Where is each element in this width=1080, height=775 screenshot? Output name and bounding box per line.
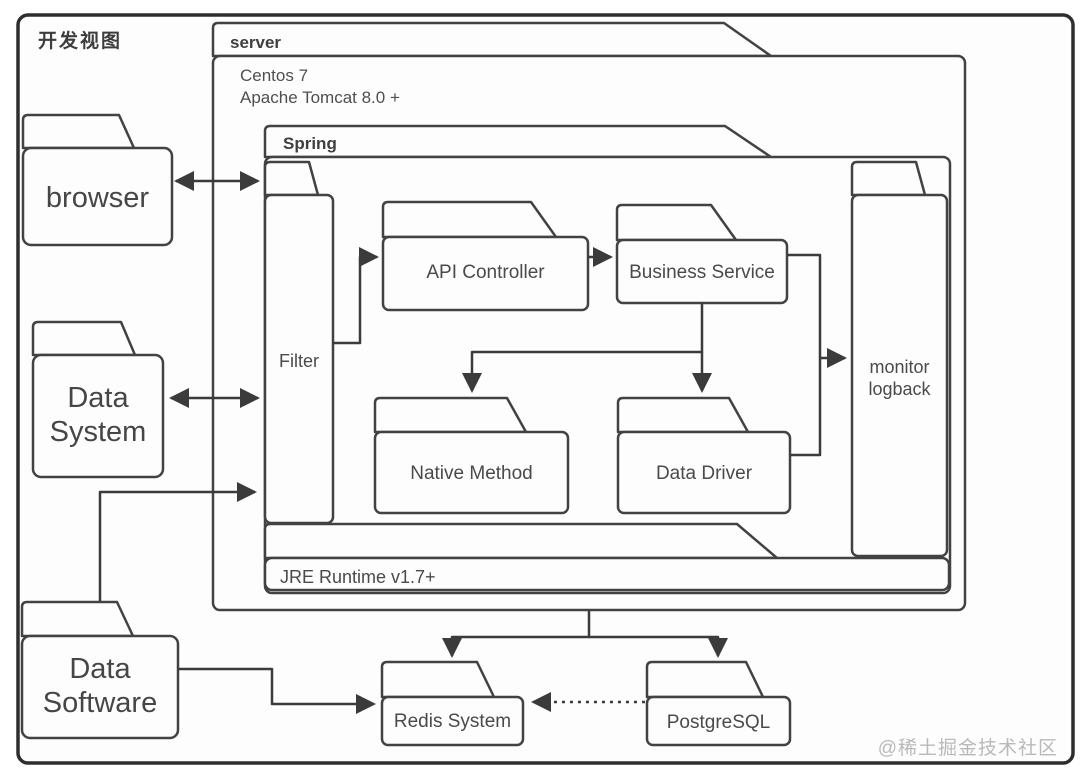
monitor-logback-package-shape	[850, 160, 949, 558]
native-method-label: Native Method	[410, 463, 533, 484]
filter-package-shape	[263, 160, 335, 525]
data-software-package-shape	[20, 600, 180, 740]
server-env-line-centos: Centos 7	[240, 66, 309, 85]
edge-filter-apicontroller	[333, 247, 379, 345]
postgresql-package-shape	[645, 660, 792, 747]
native-method-package-shape	[373, 396, 570, 515]
browser-package-shape	[21, 113, 174, 247]
diagram-title: 开发视图	[38, 31, 123, 52]
edge-server-postgresql	[589, 635, 728, 658]
business-service-package-shape	[615, 203, 789, 305]
jre-runtime-label: JRE Runtime v1.7+	[280, 567, 436, 587]
data-system-package-shape	[31, 320, 165, 479]
edge-server-redis	[442, 611, 591, 658]
filter-package-label: Filter	[279, 351, 319, 371]
data-software-label: Data Software	[42, 653, 158, 719]
monitor-logback-label: monitor logback	[868, 357, 931, 399]
data-driver-package-shape	[616, 396, 792, 515]
browser-label: browser	[45, 182, 150, 214]
api-controller-package-shape	[381, 200, 590, 312]
server-environment-text: Centos 7 Apache Tomcat 8.0 +	[240, 65, 400, 109]
data-driver-label: Data Driver	[655, 463, 753, 484]
jre-runtime-package-shape	[263, 522, 951, 592]
edge-datasoftware-redis	[178, 667, 376, 714]
server-package-label: server	[230, 33, 282, 52]
data-system-label: Data System	[49, 382, 147, 448]
spring-package-label: Spring	[283, 134, 337, 153]
server-env-line-tomcat: Apache Tomcat 8.0 +	[240, 88, 400, 107]
postgresql-label: PostgreSQL	[666, 712, 771, 733]
edge-datasoftware-filter	[98, 482, 257, 601]
redis-system-package-shape	[380, 660, 525, 747]
edge-businessservice-nativemethod	[462, 303, 704, 393]
redis-system-label: Redis System	[393, 711, 512, 732]
api-controller-label: API Controller	[426, 262, 545, 283]
watermark: @稀土掘金技术社区	[877, 738, 1058, 759]
edge-businessservice-datadriver-monitor-trunk	[787, 253, 822, 457]
business-service-label: Business Service	[629, 262, 775, 283]
